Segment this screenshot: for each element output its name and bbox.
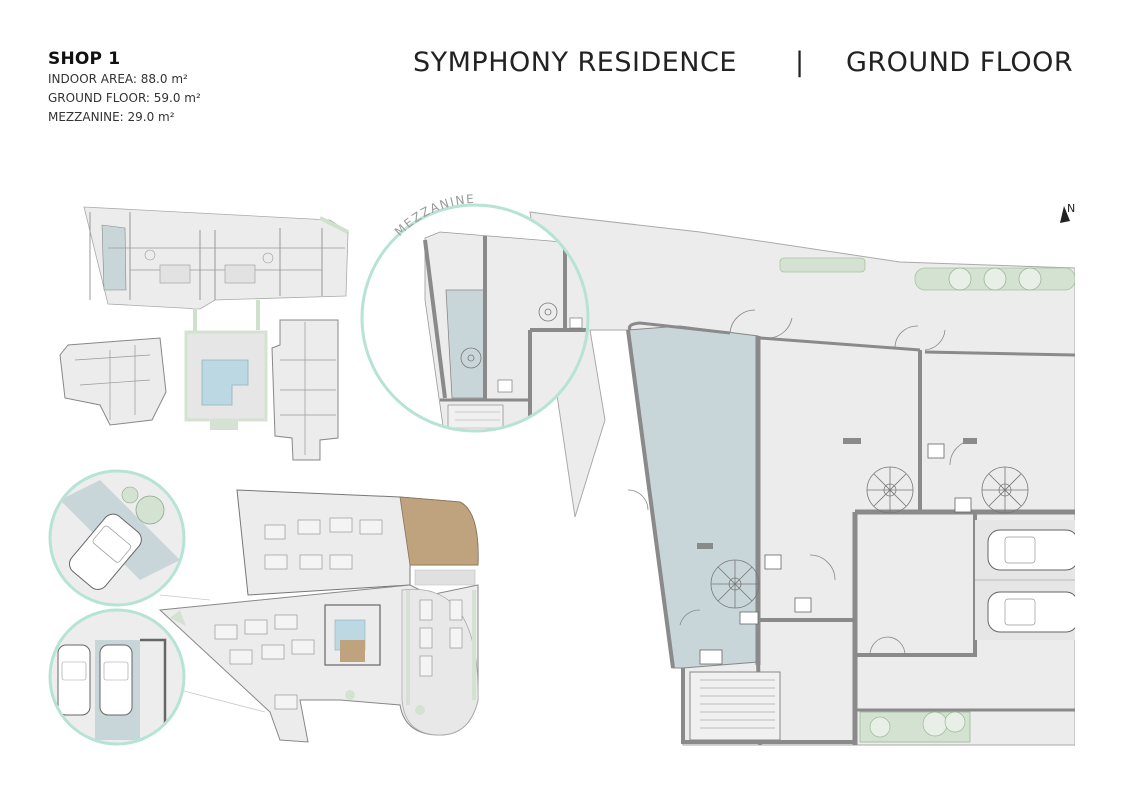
- main-stair: [689, 671, 781, 741]
- parked-car-upper: [987, 529, 1075, 571]
- ground-floor-plan: [529, 211, 1075, 746]
- site-building-west: [59, 337, 167, 426]
- north-arrow: N: [1060, 202, 1075, 223]
- site-plan: [59, 206, 349, 461]
- site-building-north: [83, 206, 349, 310]
- parking-callout-upper: [48, 469, 186, 607]
- spiral-stair-shop-3: [981, 466, 1029, 514]
- ground-floor-area-text: GROUND FLOOR: 59.0 m²: [48, 91, 201, 105]
- shop-title: SHOP 1: [48, 49, 121, 69]
- spiral-stair-shop-2: [866, 466, 914, 514]
- floor-name: GROUND FLOOR: [846, 47, 1074, 78]
- courtyard-garden: [859, 711, 971, 743]
- project-name: SYMPHONY RESIDENCE: [413, 47, 737, 78]
- parking-callout-lower: [48, 608, 186, 746]
- site-pool-court: [184, 330, 268, 430]
- site-building-east: [271, 319, 339, 461]
- mezzanine-callout: MEZZANINE: [360, 192, 590, 433]
- north-label: N: [1067, 202, 1075, 215]
- spiral-stair-shop-1: [710, 559, 760, 609]
- mezzanine-area-text: MEZZANINE: 29.0 m²: [48, 110, 175, 124]
- parking-plan: [158, 489, 479, 743]
- header-separator: |: [795, 47, 805, 78]
- indoor-area-text: INDOOR AREA: 88.0 m²: [48, 72, 188, 86]
- parked-car-lower: [987, 591, 1075, 633]
